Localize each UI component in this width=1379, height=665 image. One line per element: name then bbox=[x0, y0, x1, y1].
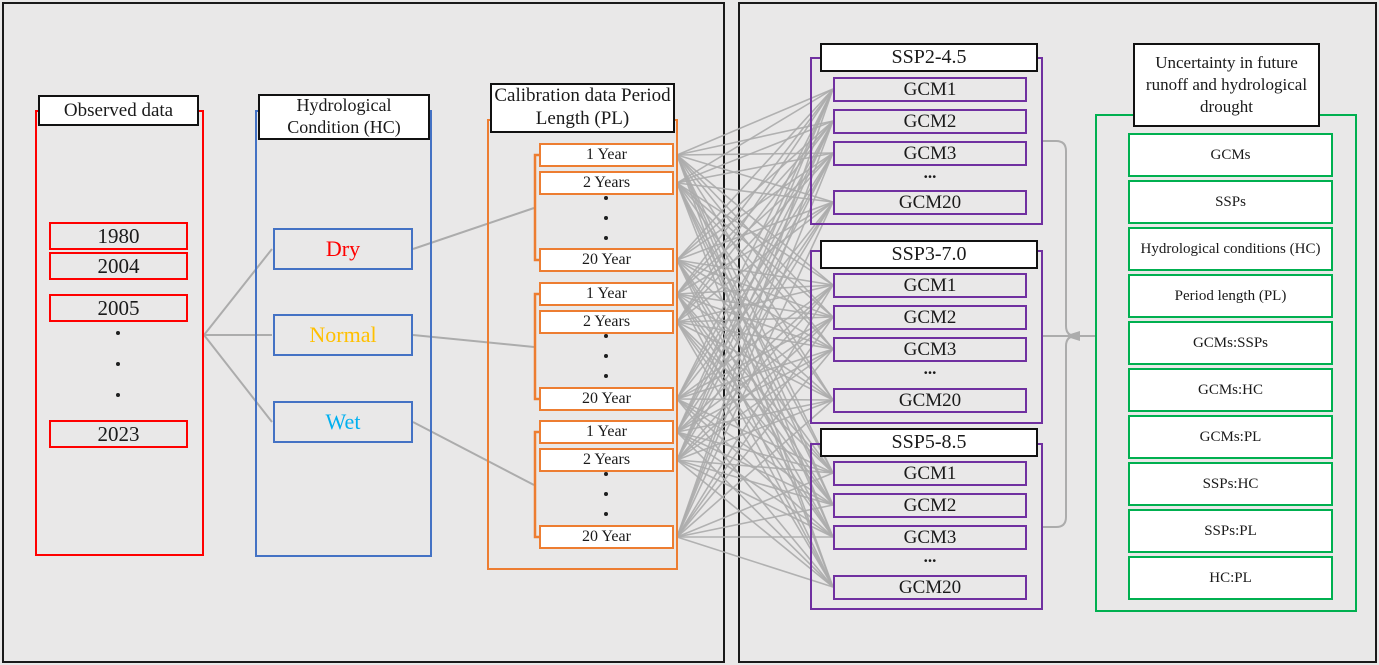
ssp-title: SSP2-4.5 bbox=[820, 43, 1038, 72]
uncertainty-item-box: GCMs:SSPs bbox=[1128, 321, 1333, 365]
gcm-box: GCM1 bbox=[833, 273, 1027, 298]
observed-data-title-label: Observed data bbox=[63, 99, 174, 121]
ellipsis-dot bbox=[116, 393, 120, 397]
ellipsis-dot bbox=[604, 216, 608, 220]
ssp-title: SSP5-8.5 bbox=[820, 428, 1038, 457]
ellipsis-dots: ... bbox=[923, 547, 937, 566]
ellipsis-dot bbox=[116, 362, 120, 366]
ellipsis-dot bbox=[604, 236, 608, 240]
ellipsis-dot bbox=[116, 331, 120, 335]
pl-item-box: 2 Years bbox=[539, 448, 674, 472]
pl-item-box: 1 Year bbox=[539, 143, 674, 167]
ellipsis-dots: ... bbox=[923, 163, 937, 182]
pl-item-box: 2 Years bbox=[539, 310, 674, 334]
ellipsis-dots: ... bbox=[923, 359, 937, 378]
uncertainty-item-box: GCMs:HC bbox=[1128, 368, 1333, 412]
gcm-box: GCM2 bbox=[833, 109, 1027, 134]
uncertainty-item-box: HC:PL bbox=[1128, 556, 1333, 600]
year-box: 2005 bbox=[49, 294, 188, 322]
pl-item-box: 20 Year bbox=[539, 525, 674, 549]
gcm-box: GCM3 bbox=[833, 525, 1027, 550]
ellipsis-dot bbox=[604, 492, 608, 496]
period-length-title-label: Calibration data Period Length (PL) bbox=[494, 85, 671, 129]
hc-item-dry: Dry bbox=[273, 228, 413, 270]
gcm-box: GCM3 bbox=[833, 337, 1027, 362]
year-box: 2004 bbox=[49, 252, 188, 280]
gcm-box: GCM2 bbox=[833, 305, 1027, 330]
pl-item-box: 20 Year bbox=[539, 248, 674, 272]
ellipsis-dot bbox=[604, 374, 608, 378]
uncertainty-title-label: Uncertainty in future runoff and hydrolo… bbox=[1145, 52, 1308, 117]
gcm-box: GCM20 bbox=[833, 388, 1027, 413]
uncertainty-item-box: SSPs:HC bbox=[1128, 462, 1333, 506]
gcm-box: GCM2 bbox=[833, 493, 1027, 518]
hydrological-condition-title: Hydrological Condition (HC) bbox=[258, 94, 430, 140]
ellipsis-dot bbox=[604, 472, 608, 476]
ellipsis-dot bbox=[604, 334, 608, 338]
uncertainty-item-box: Period length (PL) bbox=[1128, 274, 1333, 318]
uncertainty-item-box: SSPs:PL bbox=[1128, 509, 1333, 553]
uncertainty-item-box: GCMs:PL bbox=[1128, 415, 1333, 459]
hc-item-normal: Normal bbox=[273, 314, 413, 356]
gcm-box: GCM1 bbox=[833, 77, 1027, 102]
ellipsis-dot bbox=[604, 354, 608, 358]
year-box: 1980 bbox=[49, 222, 188, 250]
gcm-box: GCM1 bbox=[833, 461, 1027, 486]
pl-item-box: 2 Years bbox=[539, 171, 674, 195]
hc-item-wet: Wet bbox=[273, 401, 413, 443]
uncertainty-item-box: GCMs bbox=[1128, 133, 1333, 177]
uncertainty-item-box: SSPs bbox=[1128, 180, 1333, 224]
period-length-title: Calibration data Period Length (PL) bbox=[490, 83, 675, 133]
ellipsis-dot bbox=[604, 512, 608, 516]
gcm-box: GCM3 bbox=[833, 141, 1027, 166]
gcm-box: GCM20 bbox=[833, 575, 1027, 600]
year-box: 2023 bbox=[49, 420, 188, 448]
hydrological-condition-title-label: Hydrological Condition (HC) bbox=[287, 95, 401, 137]
observed-data-title: Observed data bbox=[38, 95, 199, 126]
ssp-title: SSP3-7.0 bbox=[820, 240, 1038, 269]
gcm-box: GCM20 bbox=[833, 190, 1027, 215]
pl-item-box: 20 Year bbox=[539, 387, 674, 411]
ellipsis-dot bbox=[604, 196, 608, 200]
pl-item-box: 1 Year bbox=[539, 420, 674, 444]
uncertainty-title: Uncertainty in future runoff and hydrolo… bbox=[1133, 43, 1320, 127]
pl-item-box: 1 Year bbox=[539, 282, 674, 306]
uncertainty-item-box: Hydrological conditions (HC) bbox=[1128, 227, 1333, 271]
